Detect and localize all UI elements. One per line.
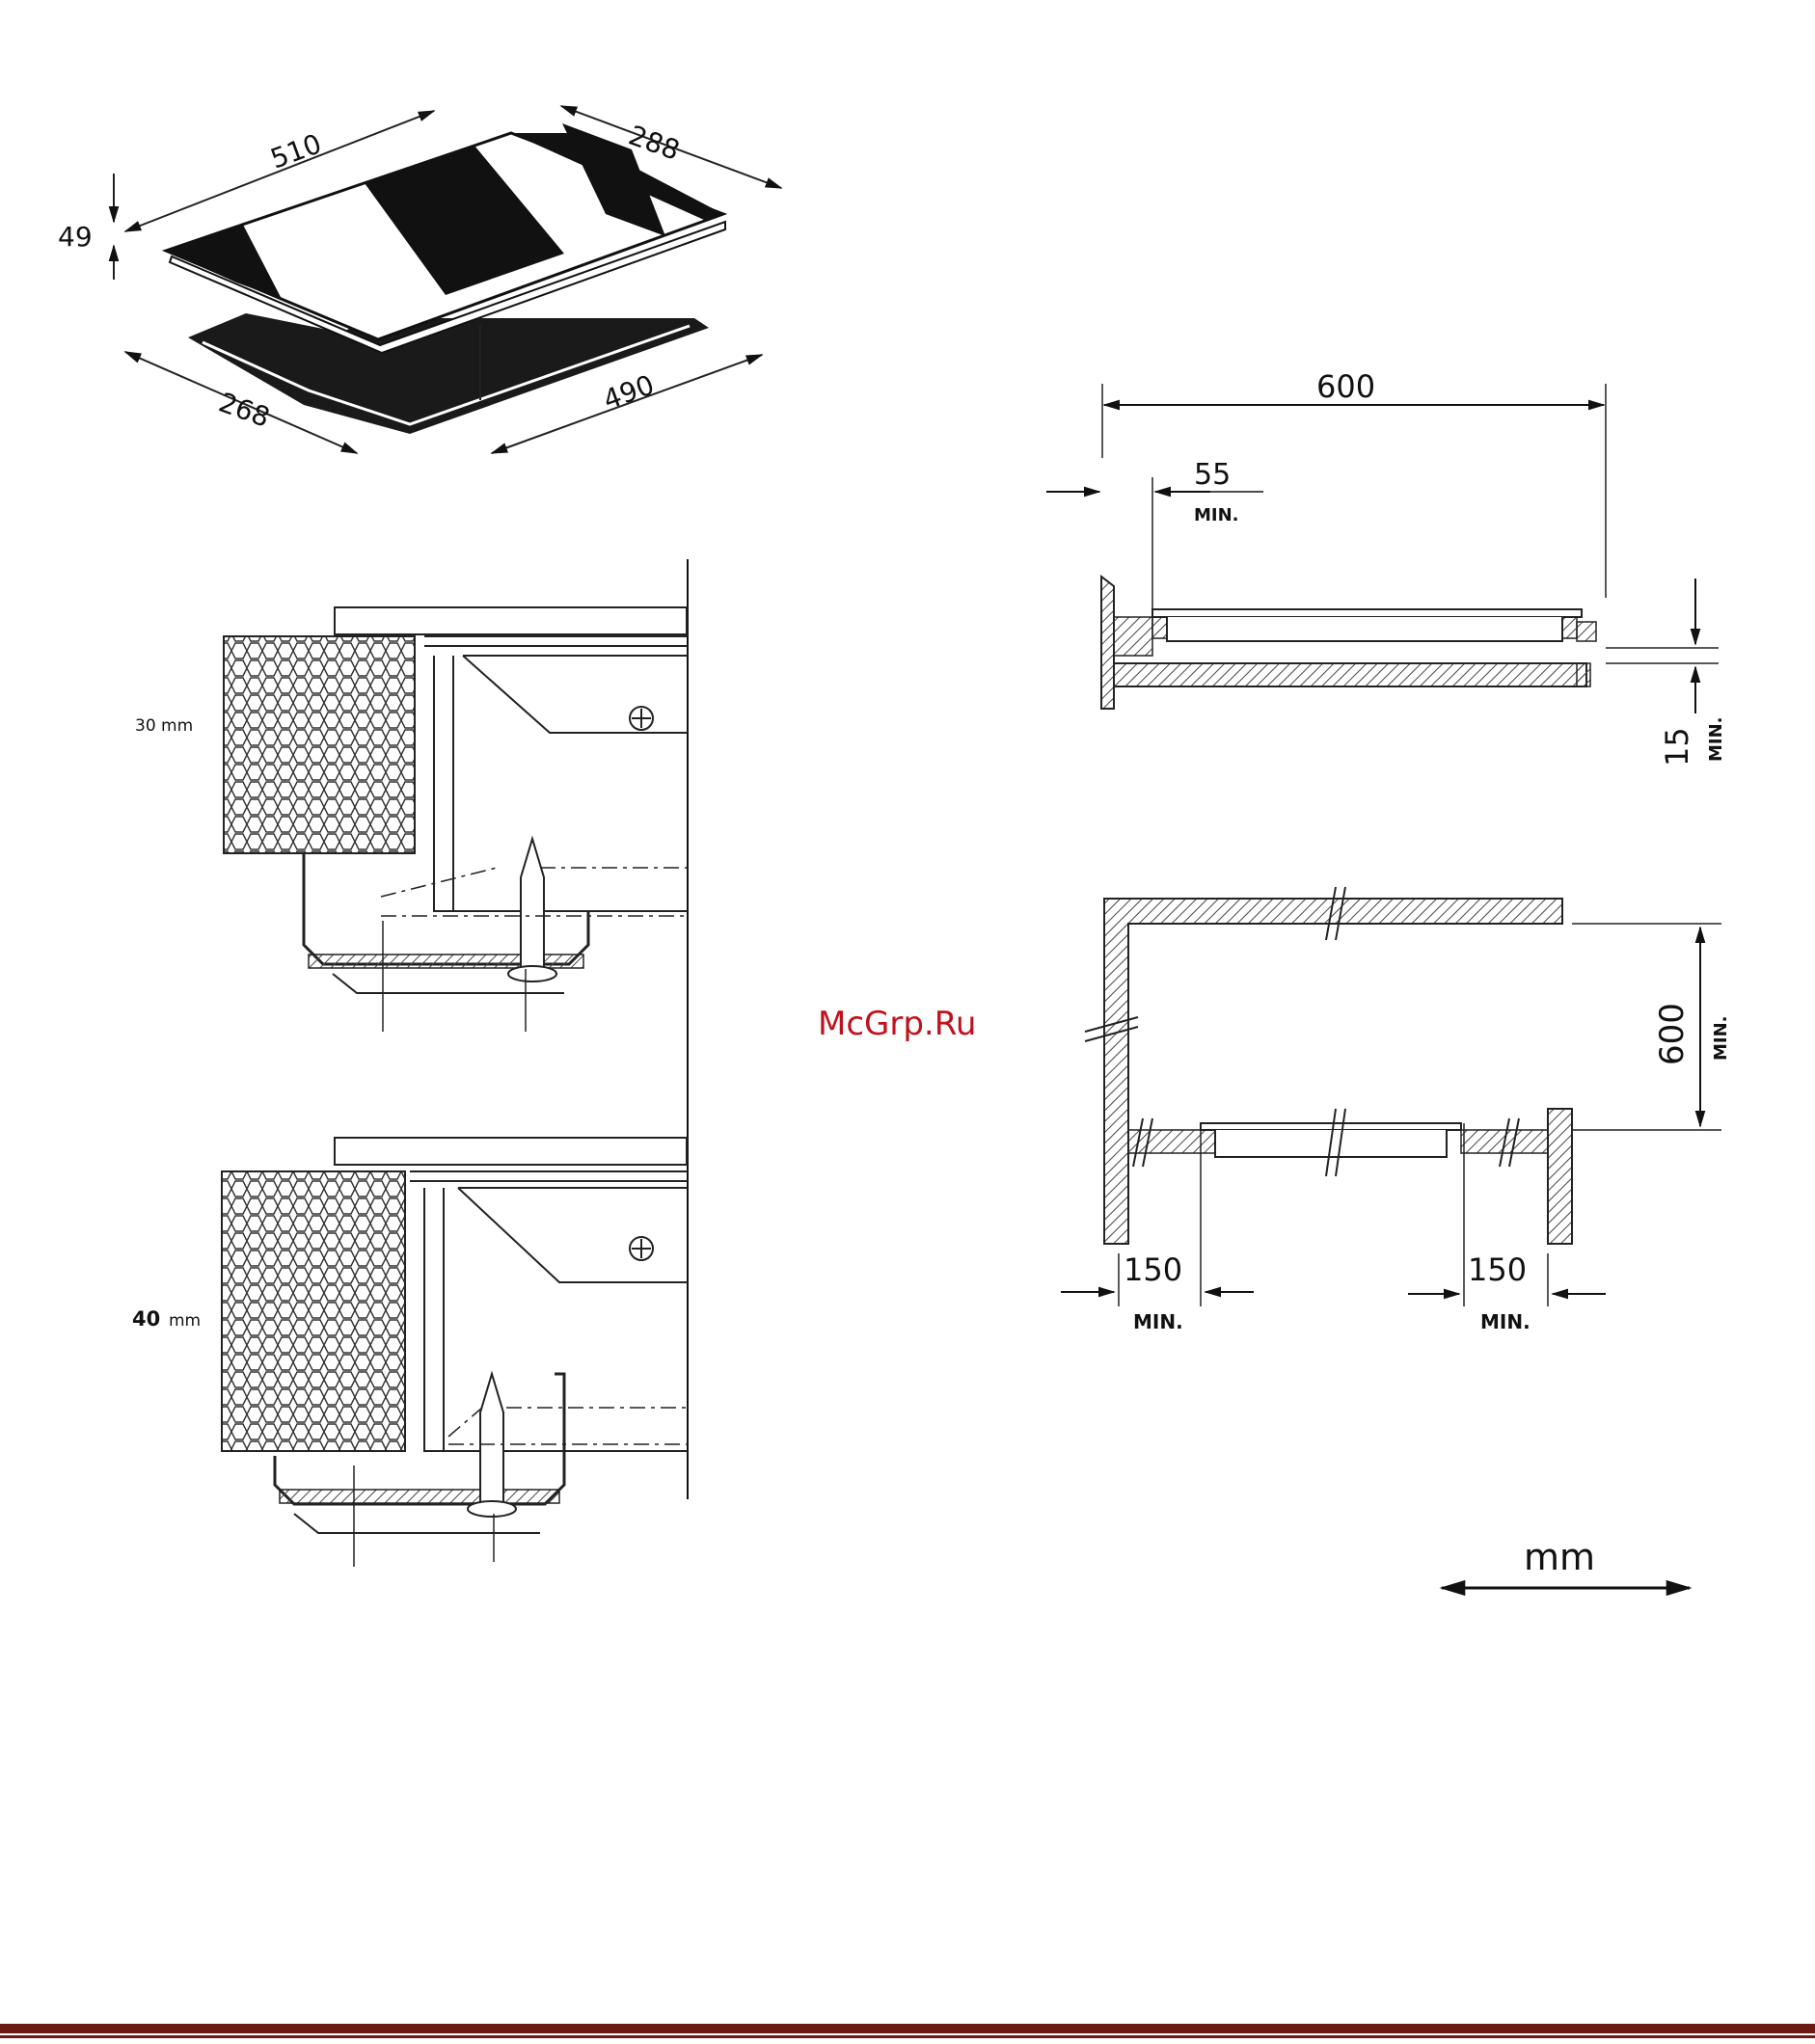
note-side-gap: MIN. — [1706, 716, 1726, 762]
overhead-cabinet-frame — [1104, 899, 1562, 1244]
watermark: McGrp.Ru — [818, 1005, 976, 1043]
hob-profile — [1167, 617, 1562, 641]
dim-right-gap: 150 — [1468, 1251, 1527, 1288]
side-view-drawing — [1046, 384, 1719, 713]
fixing-bolt-30mm — [521, 839, 544, 969]
label-40mm-unit: mm — [169, 1311, 201, 1331]
clearance-view-drawing — [1061, 887, 1721, 1306]
dim-side-gap: 15 — [1659, 727, 1695, 766]
note-clearance-height: MIN. — [1711, 1015, 1731, 1061]
dim-height: 49 — [58, 221, 93, 253]
cabinet-shelf — [1114, 663, 1586, 686]
dim-cutout-width: 268 — [215, 387, 275, 434]
dim-side-offset: 55 — [1194, 458, 1231, 492]
dim-left-gap: 150 — [1124, 1251, 1182, 1288]
units-label: mm — [1524, 1536, 1595, 1578]
note-side-offset: MIN. — [1194, 505, 1239, 525]
label-30mm: 30 mm — [135, 716, 193, 736]
note-right-gap: MIN. — [1480, 1310, 1531, 1333]
fixing-bolt-40mm — [480, 1374, 503, 1504]
worktop-honeycomb-40mm — [222, 1171, 405, 1451]
label-40mm-value: 40 — [132, 1307, 160, 1331]
dim-clearance-height: 600 — [1653, 1003, 1692, 1065]
worktop-honeycomb-30mm — [224, 636, 415, 853]
footer-rule — [0, 2024, 1815, 2033]
dim-side-width: 600 — [1316, 368, 1375, 405]
note-left-gap: MIN. — [1133, 1310, 1183, 1333]
worktop-section-40mm — [222, 1138, 688, 1567]
dim-top-length: 510 — [266, 127, 326, 175]
dim-cutout-length: 490 — [599, 368, 659, 416]
